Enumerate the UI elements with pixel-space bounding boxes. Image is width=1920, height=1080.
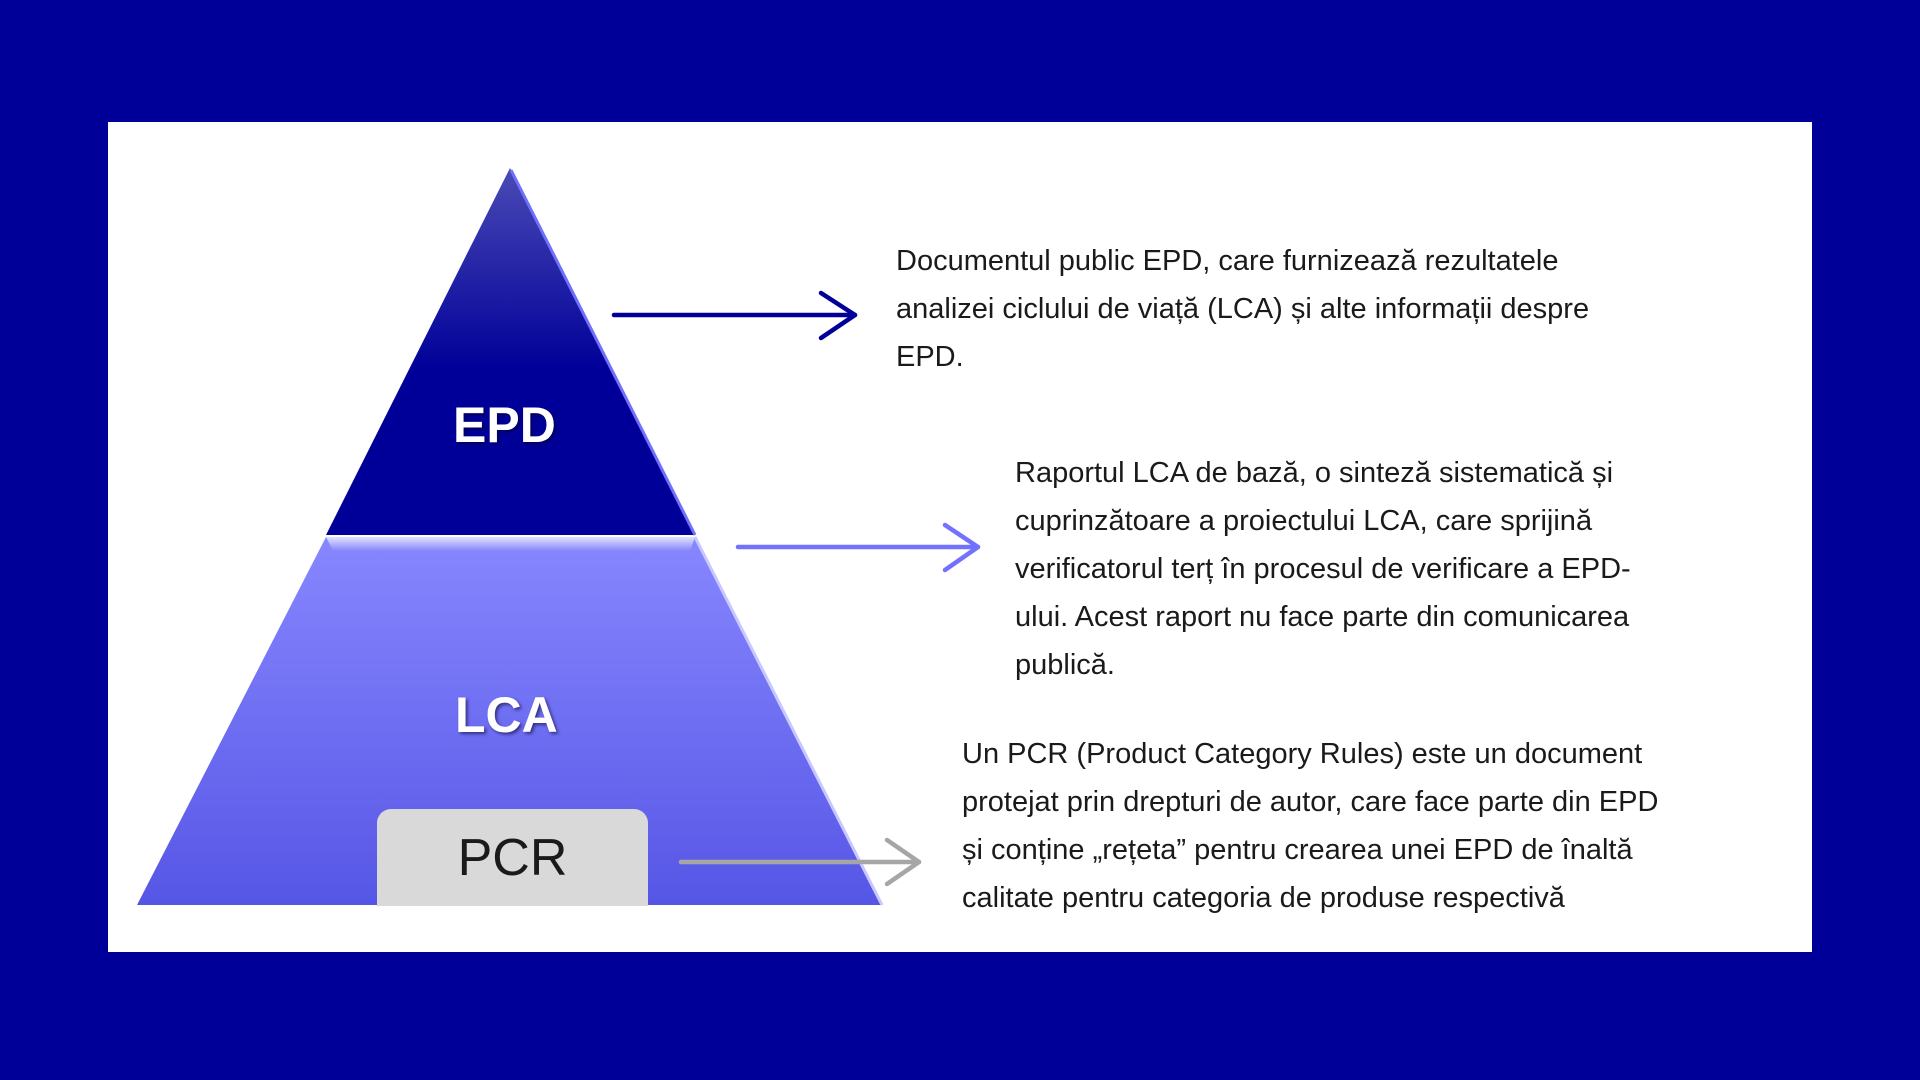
pcr-label: PCR — [457, 828, 568, 887]
epd-label: EPD — [453, 397, 556, 453]
pyramid-level-pcr: PCR — [377, 809, 648, 906]
epd-description: Documentul public EPD, care furnizează r… — [896, 237, 1589, 381]
pcr-description-line: Un PCR (Product Category Rules) este un … — [962, 738, 1643, 770]
pcr-description-line: protejat prin drepturi de autor, care fa… — [962, 786, 1659, 818]
lca-right-edge-highlight — [693, 536, 884, 906]
pcr-description-line: și conține „rețeta” pentru crearea unei … — [962, 834, 1633, 866]
epd-right-edge-highlight — [509, 169, 697, 536]
arrow-lca — [735, 522, 981, 573]
pcr-description: Un PCR (Product Category Rules) este un … — [962, 730, 1658, 922]
lca-description: Raportul LCA de bază, o sinteză sistemat… — [1015, 449, 1631, 689]
lca-description-line: publică. — [1015, 649, 1115, 681]
pyramid-level-lca — [137, 537, 882, 905]
epd-description-line: EPD. — [896, 341, 964, 373]
lca-label: LCA — [455, 687, 558, 743]
epd-description-line: Documentul public EPD, care furnizează r… — [896, 245, 1559, 277]
arrow-epd — [611, 290, 858, 341]
epd-description-line: analizei ciclului de viață (LCA) și alte… — [896, 293, 1590, 325]
lca-description-line: ului. Acest raport nu face parte din com… — [1015, 601, 1630, 633]
lca-top-bevel — [326, 537, 695, 551]
lca-description-line: verificatorul terț în procesul de verifi… — [1015, 553, 1631, 585]
pcr-description-line: calitate pentru categoria de produse res… — [962, 882, 1565, 914]
pyramid-level-epd — [326, 168, 695, 535]
lca-description-line: Raportul LCA de bază, o sinteză sistemat… — [1015, 457, 1614, 489]
lca-description-line: cuprinzătoare a proiectului LCA, care sp… — [1015, 505, 1593, 537]
